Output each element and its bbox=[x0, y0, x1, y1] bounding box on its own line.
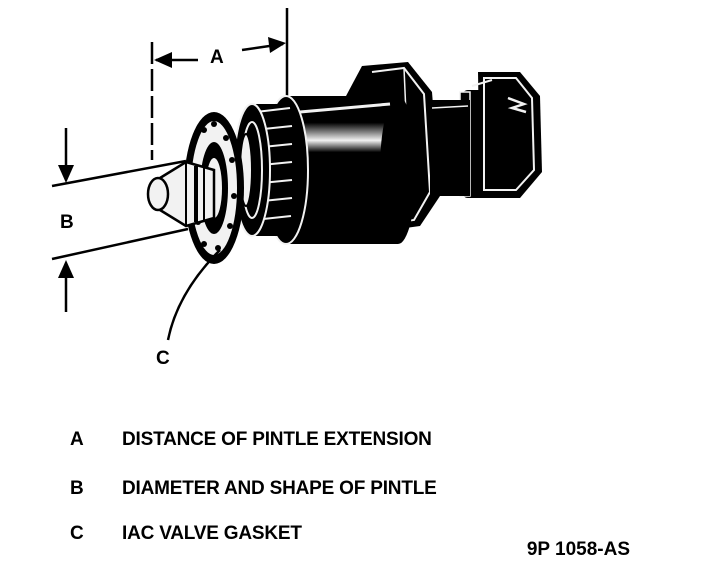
valve-body bbox=[263, 95, 416, 245]
electrical-connector bbox=[459, 72, 542, 198]
legend-row-c: C IAC VALVE GASKET bbox=[70, 519, 302, 549]
callout-c-leader bbox=[166, 249, 221, 341]
legend-key-b: B bbox=[70, 478, 84, 499]
dimension-b-upper-line bbox=[51, 159, 187, 188]
legend-key-c: C bbox=[70, 523, 84, 544]
callout-b: B bbox=[60, 212, 74, 233]
figure-number: 9P 1058-AS bbox=[526, 539, 630, 560]
legend-key-a: A bbox=[70, 429, 84, 450]
dimension-a-arrowhead-left bbox=[154, 52, 172, 68]
threaded-section bbox=[233, 103, 293, 237]
callout-a: A bbox=[210, 47, 224, 68]
dimension-b-upper-arrowhead bbox=[58, 165, 74, 183]
connector-terminal-icon bbox=[507, 96, 528, 114]
dimension-b-lower-arrowhead bbox=[58, 260, 74, 278]
callout-c-group: C bbox=[156, 249, 221, 369]
dimension-b-lower-line bbox=[51, 227, 189, 261]
dimension-a-arrowhead-right bbox=[268, 37, 286, 53]
dimension-a: A bbox=[150, 8, 289, 160]
pintle bbox=[146, 160, 216, 228]
legend-text-b: DIAMETER AND SHAPE OF PINTLE bbox=[122, 478, 437, 499]
dimension-b: B bbox=[51, 128, 189, 312]
legend-text-c: IAC VALVE GASKET bbox=[122, 523, 302, 544]
legend-text-a: DISTANCE OF PINTLE EXTENSION bbox=[122, 429, 432, 450]
callout-c: C bbox=[156, 348, 170, 369]
legend-row-a: A DISTANCE OF PINTLE EXTENSION bbox=[70, 425, 432, 455]
iac-valve bbox=[146, 62, 542, 264]
legend-row-b: B DIAMETER AND SHAPE OF PINTLE bbox=[70, 474, 437, 504]
